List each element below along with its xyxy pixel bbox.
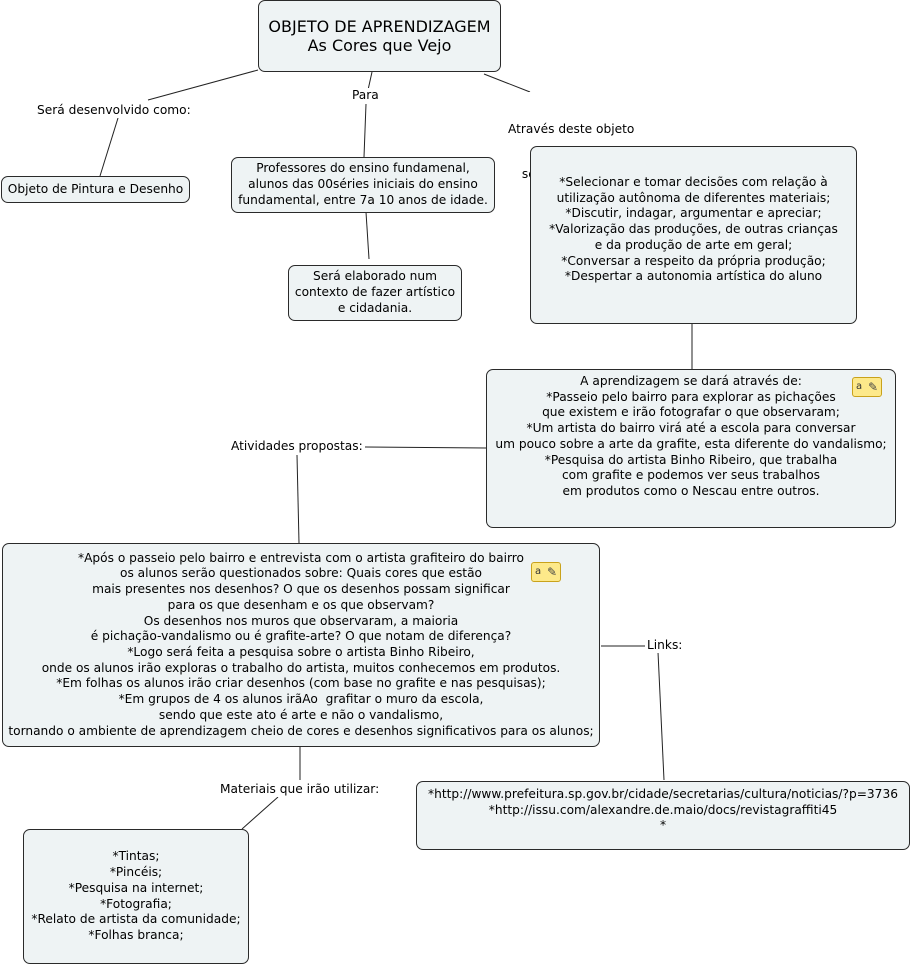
label-materiais: Materiais que irão utilizar: (218, 782, 382, 797)
label-links: Links: (645, 638, 685, 653)
node-objetivos[interactable]: *Selecionar e tomar decisões com relação… (530, 146, 857, 324)
node-objeto[interactable]: Objeto de Pintura e Desenho (1, 176, 190, 203)
node-professores[interactable]: Professores do ensino fundamenal, alunos… (231, 157, 495, 213)
node-links[interactable]: *http://www.prefeitura.sp.gov.br/cidade/… (416, 781, 910, 850)
node-materiais[interactable]: *Tintas; *Pincéis; *Pesquisa na internet… (23, 829, 249, 964)
node-atividades[interactable]: *Após o passeio pelo bairro e entrevista… (2, 543, 600, 747)
note-icon[interactable]: a (531, 562, 561, 582)
root-subtitle: As Cores que Vejo (307, 36, 452, 55)
label-atividades: Atividades propostas: (229, 439, 365, 454)
note-icon[interactable]: a (852, 377, 882, 397)
label-para: Para (350, 88, 381, 103)
root-node[interactable]: OBJETO DE APRENDIZAGEM As Cores que Vejo (258, 0, 501, 72)
node-elaborado[interactable]: Será elaborado num contexto de fazer art… (288, 265, 462, 321)
node-aprendizagem[interactable]: A aprendizagem se dará através de: *Pass… (486, 369, 896, 528)
root-title: OBJETO DE APRENDIZAGEM (268, 17, 491, 36)
label-desenvolvido: Será desenvolvido como: (35, 103, 193, 118)
